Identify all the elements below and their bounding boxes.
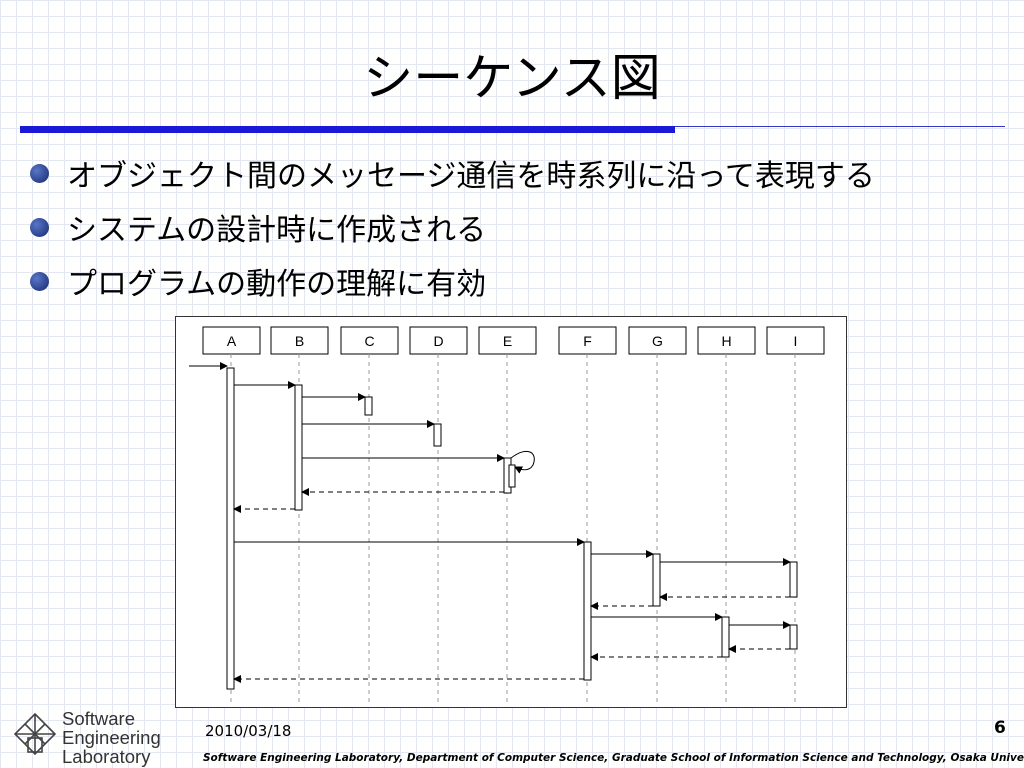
object-label-h: H [721,333,731,349]
bullet-text: オブジェクト間のメッセージ通信を時系列に沿って表現する [67,159,875,194]
bullet-icon [30,271,49,291]
object-label-d: D [433,333,443,349]
bullet-item: プログラムの動作の理解に有効 [30,254,875,308]
activation-h [721,616,730,658]
logo-line: Engineering [62,727,161,748]
title-underline [20,126,675,133]
activation-d [433,423,442,447]
object-label-f: F [583,333,592,349]
activation-i-2 [789,624,798,650]
bullet-text: システムの設計時に作成される [67,213,487,248]
object-box-b [270,326,329,355]
activation-c [364,396,373,416]
object-box-a [202,326,261,355]
object-label-c: C [364,333,374,349]
bullet-item: システムの設計時に作成される [30,200,875,254]
object-box-h [697,326,756,355]
activation-f [583,541,592,681]
lab-logo-icon [13,712,57,756]
title-underline-thin [675,126,1005,127]
slide-date: 2010/03/18 [205,722,292,740]
object-label-g: G [652,333,663,349]
object-box-d [409,326,468,355]
bullet-icon [30,163,49,183]
bullet-text: プログラムの動作の理解に有効 [67,267,487,302]
page-number: 6 [994,718,1006,738]
object-box-f [558,326,617,355]
object-label-b: B [295,333,304,349]
footer-affiliation: Software Engineering Laboratory, Departm… [203,752,1024,764]
sequence-diagram-canvas: A B C D E F G H I [189,326,825,705]
activation-g [652,553,661,607]
activation-e-self [508,464,516,488]
sequence-diagram: A B C D E F G H I [175,316,847,708]
bullet-list: オブジェクト間のメッセージ通信を時系列に沿って表現する システムの設計時に作成さ… [30,146,875,308]
bullet-icon [30,217,49,237]
logo-line: Software [62,708,136,729]
activation-b [294,384,303,511]
bullet-item: オブジェクト間のメッセージ通信を時系列に沿って表現する [30,146,875,200]
logo-line: Laboratory [62,746,151,767]
slide-title: シーケンス図 [363,49,661,107]
message-e-self [510,450,535,474]
object-label-a: A [227,333,237,349]
activation-i-1 [789,561,798,598]
object-label-i: I [794,333,798,349]
object-label-e: E [503,333,512,349]
activation-a [226,367,235,690]
lab-logo-text: Software Engineering Laboratory [62,709,161,766]
